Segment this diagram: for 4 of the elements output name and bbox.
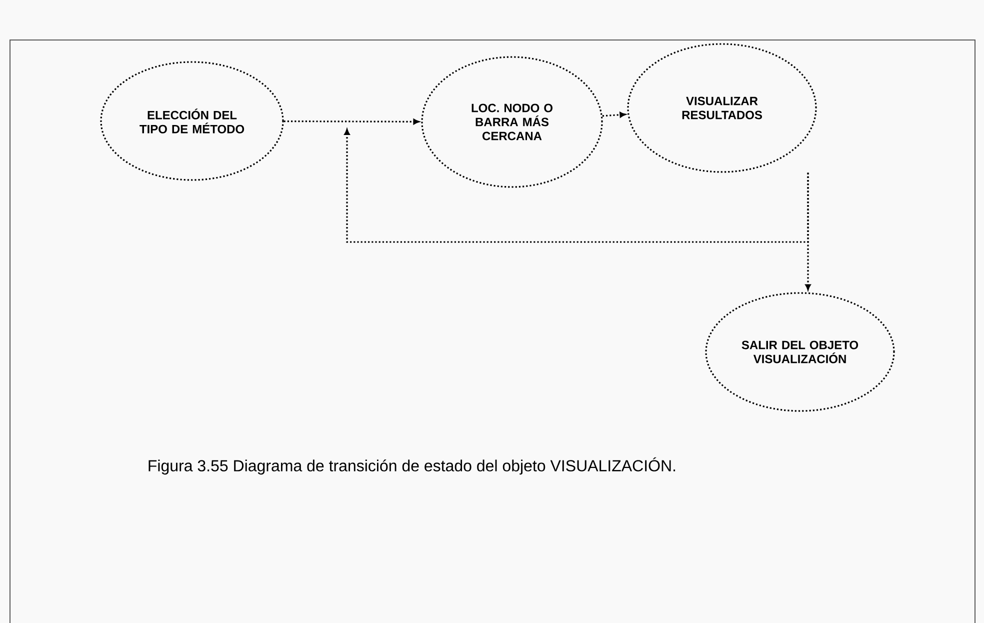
arrow	[344, 129, 809, 243]
arrow	[284, 118, 420, 124]
arrow	[602, 112, 626, 118]
caption: Figura 3.55 Diagrama de transición de estado del objeto VISUALIZACIÓN.	[148, 457, 676, 475]
